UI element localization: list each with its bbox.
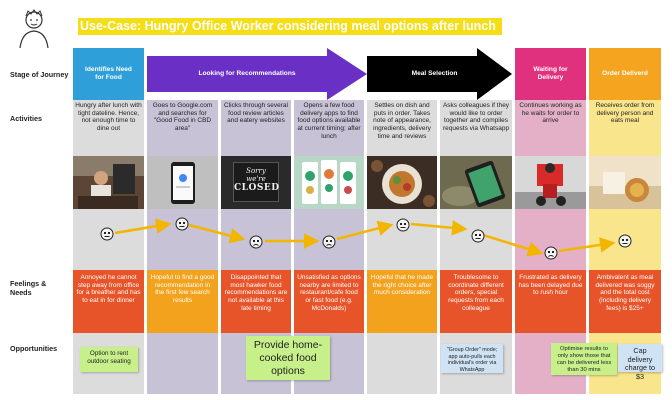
neutral-face-icon: [618, 234, 632, 248]
stage-label: Waiting for Delivery: [533, 66, 568, 81]
sign-text-sorry: Sorry: [246, 167, 266, 175]
opportunity-note-large: Provide home-cooked food options: [246, 336, 330, 380]
meal-photo: [367, 156, 437, 209]
stage-looking-for-recommendations: Looking for Recommendations: [147, 48, 367, 100]
sign-text-were: we're: [246, 175, 266, 183]
emotion-curve: [114, 218, 616, 257]
feeling-card: Ambivalent as meal delivered was soggy a…: [589, 270, 661, 333]
activity-text: Goes to Google.com and searches for "Goo…: [152, 102, 213, 133]
neutral-face-icon: [100, 227, 114, 241]
journey-arrow-icon: [515, 48, 586, 100]
sad-face-icon: [322, 235, 336, 249]
feeling-card: Disappointed that most hawker food recom…: [221, 270, 291, 333]
feeling-card: Troublesome to coordinate different orde…: [440, 270, 512, 333]
row-label-feelings: Feelings & Needs: [10, 279, 47, 297]
journey-arrow-icon: [73, 48, 144, 100]
whatsapp-phone-photo: [440, 156, 512, 209]
opportunity-note: Optimise results to only show those that…: [551, 343, 617, 375]
person-sketch-icon: [19, 9, 49, 48]
opportunity-note: "Group Order" mode; app auto-pulls each …: [441, 344, 503, 373]
stage-identifies-need: Identifies Need for Food: [73, 48, 144, 100]
delivery-rider-photo: [515, 156, 586, 209]
row-label-activities: Activities: [10, 114, 42, 123]
activity-text: Receives order from delivery person and …: [595, 102, 655, 125]
delivery-app-photo: [294, 156, 364, 209]
activity-text: Continues working as he waits for order …: [519, 102, 582, 125]
activity-text: Asks colleagues if they would like to or…: [442, 102, 510, 133]
activity-text: Hungry after lunch with tight dateline. …: [75, 102, 142, 133]
page-title: Use-Case: Hungry Office Worker consideri…: [78, 18, 502, 35]
opportunity-note: Option to rent outdoor seating: [80, 347, 138, 372]
sad-face-icon: [249, 235, 263, 249]
opportunity-note: Cap delivery charge to $3: [618, 344, 662, 381]
journey-arrow-icon: [589, 48, 661, 100]
column-1: [73, 100, 144, 394]
stage-meal-selection: Meal Selection: [367, 48, 512, 100]
sign-text-closed: CLOSED: [234, 183, 280, 193]
row-label-stage: Stage of Journey: [10, 70, 69, 79]
stage-label: Identifies Need for Food: [85, 66, 132, 81]
eating-meal-photo: [589, 156, 661, 209]
stage-label: Order Deliverd: [602, 70, 648, 77]
row-label-opportunities: Opportunities: [10, 344, 58, 353]
activity-text: Opens a few food delivery apps to find f…: [297, 102, 361, 140]
office-worker-photo: [73, 156, 144, 209]
stage-order-delivered: Order Deliverd: [589, 48, 661, 100]
feeling-card: Frustrated as delivery has been delayed …: [515, 270, 586, 333]
feeling-card: Hopeful to find a good recommendation in…: [147, 270, 218, 333]
column-2: [147, 100, 218, 394]
journey-arrow-icon: [367, 48, 512, 100]
neutral-face-icon: [471, 229, 485, 243]
stage-waiting-for-delivery: Waiting for Delivery: [515, 48, 586, 100]
feeling-card: Hopeful that he made the right choice af…: [367, 270, 437, 333]
sad-face-icon: [544, 246, 558, 260]
neutral-face-icon: [175, 217, 189, 231]
google-phone-photo: [147, 156, 218, 209]
closed-sign-photo: Sorry we're CLOSED: [221, 156, 291, 209]
column-5: [367, 100, 437, 394]
feeling-card: Annoyed he cannot step away from office …: [73, 270, 144, 333]
feeling-card: Unsatisfied as options nearby are limite…: [294, 270, 364, 333]
stage-label: Meal Selection: [411, 70, 458, 77]
activity-text: Settles on dish and puts in order. Takes…: [373, 102, 431, 140]
journey-arrow-icon: [147, 48, 367, 100]
neutral-face-icon: [396, 218, 410, 232]
stage-label: Looking for Recommendations: [198, 70, 296, 77]
activity-text: Clicks through several food review artic…: [224, 102, 288, 125]
